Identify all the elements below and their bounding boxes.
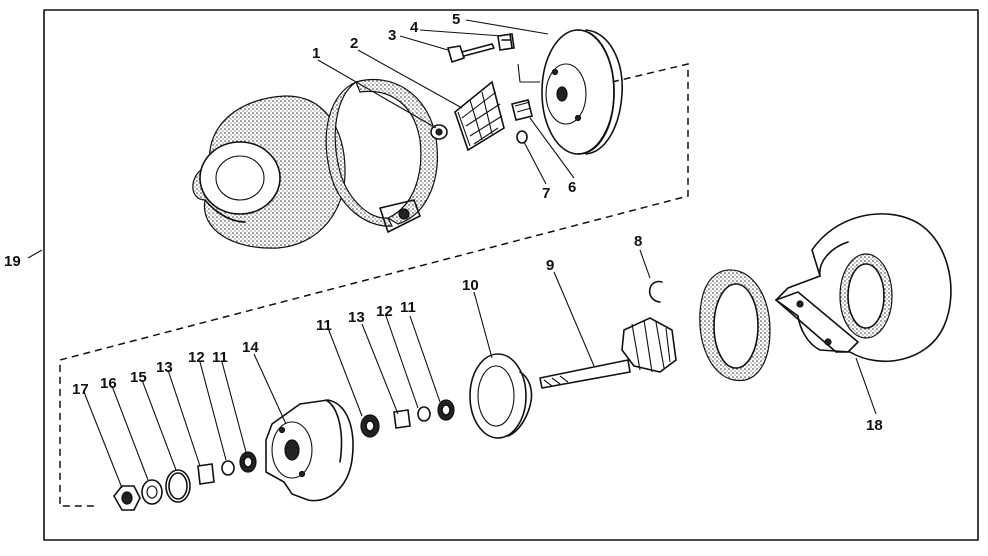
part-label-2: 2 [350, 35, 358, 52]
part-label-15: 15 [130, 369, 147, 386]
part-label-9: 9 [546, 257, 554, 274]
part-label-11c: 11 [400, 299, 416, 316]
turbine-wheel-shaft [539, 317, 677, 389]
part-label-11a: 11 [212, 349, 228, 366]
part-label-6: 6 [568, 179, 576, 196]
thrust-spacer [511, 99, 533, 121]
part-label-5: 5 [452, 11, 460, 28]
bearing-insert [469, 353, 533, 439]
compressor-nut [430, 124, 448, 140]
part-label-8: 8 [634, 233, 642, 250]
part-label-7: 7 [542, 185, 550, 202]
bolt [446, 43, 495, 64]
part-label-13b: 13 [348, 309, 365, 326]
clamp-band [325, 78, 438, 233]
part-label-10: 10 [462, 277, 479, 294]
part-label-12b: 12 [376, 303, 393, 320]
compressor-backplate [541, 29, 623, 155]
lock-plate [497, 33, 515, 51]
part-label-11b: 11 [316, 317, 332, 334]
leader-lines [27, 19, 877, 489]
part-label-14: 14 [242, 339, 259, 356]
compressor-housing [192, 95, 346, 249]
retaining-ring [648, 280, 663, 303]
outer-frame [43, 9, 979, 541]
bearing-parts-right [360, 399, 455, 438]
part-label-4: 4 [410, 19, 419, 36]
assembly-dashed-outline [59, 63, 689, 507]
part-label-16: 16 [100, 375, 117, 392]
part-label-17: 17 [72, 381, 89, 398]
part-label-19: 19 [4, 253, 21, 270]
turbine-housing [774, 213, 952, 363]
bearing-parts-left [113, 451, 257, 511]
part-label-12a: 12 [188, 349, 205, 366]
part-label-1: 1 [312, 45, 320, 62]
compressor-wheel [454, 80, 505, 152]
part-label-13a: 13 [156, 359, 173, 376]
bearing-housing [265, 399, 354, 502]
part-label-3: 3 [388, 27, 396, 44]
part-label-18: 18 [866, 417, 883, 434]
seal-ring [516, 130, 528, 144]
heat-shield [699, 269, 771, 382]
